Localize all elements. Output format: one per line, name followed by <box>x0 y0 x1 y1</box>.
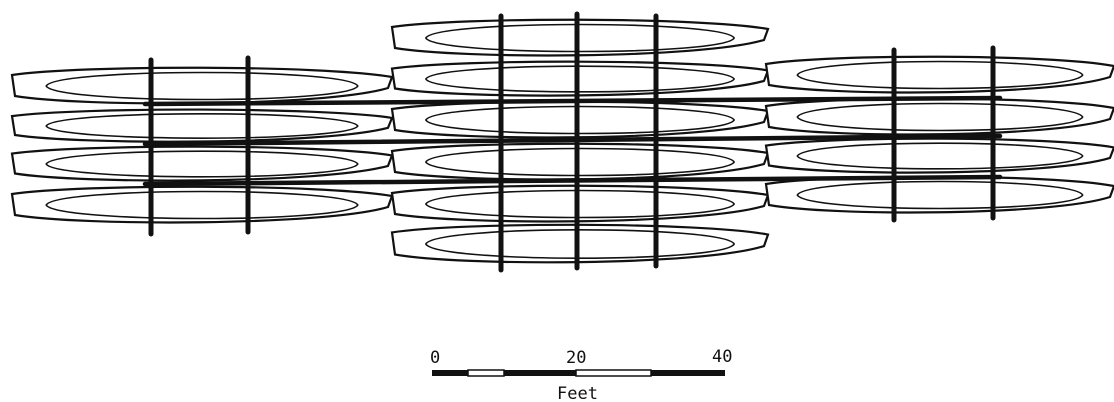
canoe-outline <box>390 142 770 181</box>
canoe-hull <box>390 18 770 57</box>
canoe-gunwale <box>796 180 1084 210</box>
canoe-outline <box>10 108 394 143</box>
rail-beam <box>142 174 1003 187</box>
canoe-gunwale <box>796 102 1084 132</box>
canoe-outline <box>390 184 770 223</box>
scale-bar-segment <box>467 369 505 377</box>
canoe-outline <box>10 185 394 224</box>
longitudinal-rails <box>142 95 1003 187</box>
canoe-hull <box>390 100 770 139</box>
scale-bar-segment <box>432 370 468 376</box>
rail-beam <box>142 95 1003 107</box>
canoe-gunwale <box>45 113 359 139</box>
canoe-gunwale <box>45 71 359 101</box>
scale-bar-segment <box>651 370 725 376</box>
scale-tick-label-0: 0 <box>430 348 440 368</box>
cross-beams <box>148 11 996 273</box>
canoe-outline <box>390 223 770 264</box>
canoe-outline <box>390 60 770 97</box>
scale-tick-label-20: 20 <box>566 348 586 368</box>
canoe-hull <box>390 142 770 181</box>
canoe-hull <box>390 223 770 264</box>
canoe-outline <box>764 55 1114 94</box>
canoe-hull <box>10 145 394 182</box>
canoe-hull <box>10 185 394 224</box>
canoe-hull <box>764 137 1114 174</box>
canoe-gunwale <box>796 60 1084 90</box>
scale-tick-label-40: 40 <box>712 347 732 367</box>
scale-bar-segment <box>504 370 576 376</box>
canoe-outline <box>10 145 394 182</box>
canoe-hulls <box>10 18 1114 264</box>
canoe-gunwale <box>45 190 359 220</box>
canoe-outline <box>390 18 770 57</box>
canoe-hull <box>764 55 1114 94</box>
canoe-hull <box>10 108 394 143</box>
canoe-hull <box>390 60 770 97</box>
canoe-hull <box>764 175 1114 214</box>
canoe-gunwale <box>796 142 1084 170</box>
rail-beam <box>142 133 1003 147</box>
scale-bar-segment <box>575 369 652 377</box>
canoe-gunwale <box>45 150 359 178</box>
canoe-hull <box>10 66 394 105</box>
canoe-outline <box>10 66 394 105</box>
scale-bar: 0 20 40 Feet <box>430 347 732 402</box>
canoe-hull <box>390 184 770 223</box>
scale-unit-label: Feet <box>557 384 598 402</box>
canoe-hull <box>764 97 1114 136</box>
